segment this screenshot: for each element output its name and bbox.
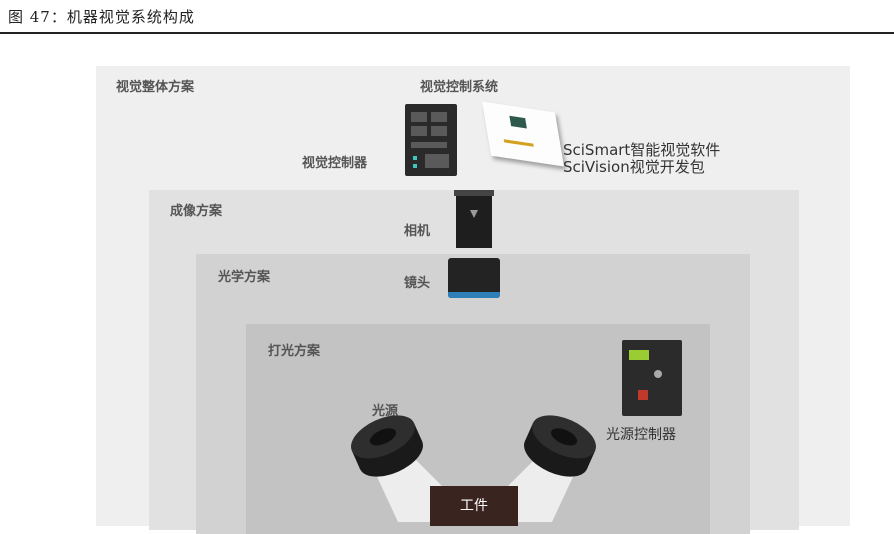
left-light-source-icon [351, 415, 423, 477]
vision-controller-label: 视觉控制器 [302, 156, 368, 171]
workpiece-block: 工件 [430, 486, 518, 526]
right-light-source-icon [524, 415, 596, 477]
light-sources-illustration [351, 415, 596, 522]
lens-label: 镜头 [404, 276, 431, 291]
software-name-line1: SciSmart智能视觉软件 [563, 141, 721, 159]
software-name-line2: SciVision视觉开发包 [563, 158, 705, 176]
light-source-controller-device [622, 340, 682, 416]
light-source-controller-label: 光源控制器 [606, 427, 676, 443]
lighting-scheme-label: 打光方案 [268, 344, 321, 359]
camera-label: 相机 [404, 224, 431, 239]
light-source-label: 光源 [372, 404, 399, 419]
overall-scheme-label: 视觉整体方案 [116, 80, 195, 95]
imaging-scheme-label: 成像方案 [170, 204, 223, 219]
optics-scheme-label: 光学方案 [218, 270, 271, 285]
vision-control-system-label: 视觉控制系统 [420, 80, 499, 95]
camera-device [454, 190, 494, 248]
lens-device [448, 258, 500, 298]
title-rule [0, 32, 894, 34]
figure-title: 图 47：机器视觉系统构成 [8, 8, 195, 26]
software-text: SciSmart智能视觉软件 SciVision视觉开发包 [563, 142, 720, 176]
vision-controller-device [405, 104, 457, 176]
